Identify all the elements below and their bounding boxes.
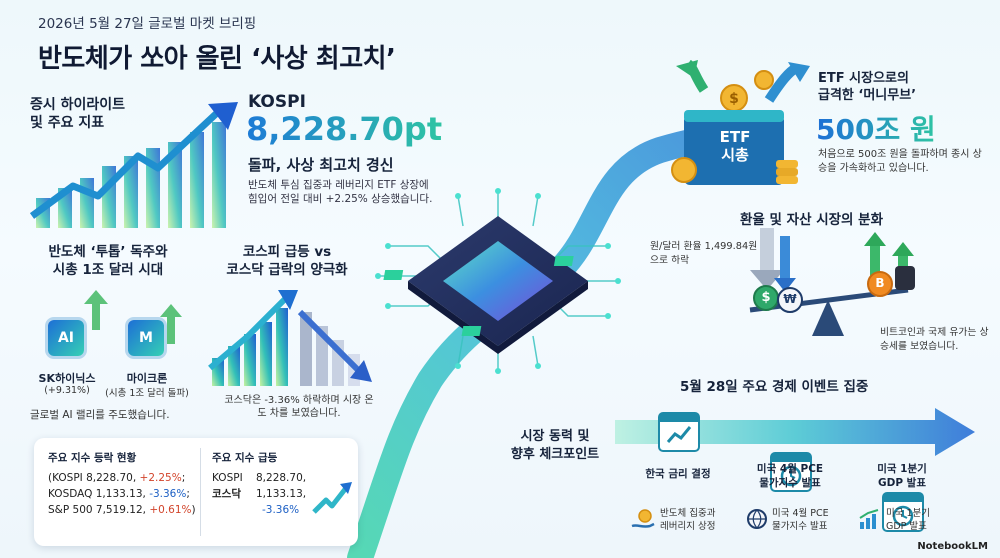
kosdaq-change: -3.36% bbox=[149, 488, 187, 500]
event-us-gdp: 미국 1분기 GDP 발표 bbox=[877, 463, 927, 489]
semiconductor-title-line2: 시총 1조 달러 시대 bbox=[52, 262, 164, 278]
market-title-line2: 향후 체크포인트 bbox=[510, 447, 600, 462]
polarization-chart-illustration bbox=[208, 290, 372, 386]
event-us-pce: 미국 4월 PCE 물가지수 발표 bbox=[756, 463, 824, 489]
semiconductor-title-line1: 반도체 ‘투톱’ 독주와 bbox=[48, 244, 168, 260]
sp500-change: +0.61% bbox=[149, 504, 192, 516]
chart-bars bbox=[36, 122, 226, 228]
etf-value: 500조 원 bbox=[816, 108, 936, 148]
company-sk-hynix-change: (+9.31%) bbox=[44, 385, 90, 396]
semiconductor-title: 반도체 ‘투톱’ 독주와 시총 1조 달러 시대 bbox=[38, 243, 178, 279]
etf-title: ETF 시장으로의 급격한 ‘머니무브’ bbox=[818, 70, 916, 104]
index-summary-card: 주요 지수 등락 현황 (KOSPI 8,228.70, +2.25%; KOS… bbox=[34, 438, 358, 546]
highlight-title-line1: 증시 하이라이트 bbox=[30, 97, 126, 113]
kospi-value: 8,228.70pt bbox=[246, 110, 443, 148]
hand-coin-icon bbox=[631, 509, 655, 528]
company-sk-hynix-name: SK하이닉스 bbox=[38, 372, 96, 385]
rising-chart-illustration bbox=[29, 102, 238, 228]
fx-title: 환율 및 자산 시장의 분화 bbox=[740, 212, 883, 228]
events-title: 5월 28일 주요 경제 이벤트 집중 bbox=[680, 379, 869, 395]
highlight-title: 증시 하이라이트 및 주요 지표 bbox=[30, 96, 125, 132]
calendar-clock-icon bbox=[882, 492, 924, 532]
asset-description: 비트코인과 국제 유가는 상승세를 보였습니다. bbox=[880, 327, 989, 352]
won-coin-icon bbox=[777, 287, 803, 313]
sk-hynix-ai-chip-icon: AI bbox=[48, 320, 84, 356]
dollar-coin-symbol: $ bbox=[761, 290, 771, 305]
green-up-arrow-icon bbox=[84, 290, 108, 330]
kospi-subtitle: 돌파, 사상 최고치 경신 bbox=[248, 156, 394, 174]
right-kosdaq-change: -3.36% bbox=[262, 504, 300, 516]
right-kosdaq-label: 코스닥 bbox=[212, 488, 241, 500]
etf-box-label: ETF 시총 bbox=[719, 128, 751, 164]
event2-sub: 미국 4월 PCE 물가지수 발표 bbox=[772, 508, 829, 532]
company-micron-name: 마이크론 bbox=[126, 372, 168, 385]
market-checkpoint-title: 시장 동력 및 향후 체크포인트 bbox=[490, 428, 620, 464]
bitcoin-icon bbox=[867, 271, 893, 297]
calendar-chart-icon bbox=[658, 412, 700, 452]
notebooklm-logo: NotebookLM bbox=[917, 541, 988, 552]
briefing-date: 2026년 5월 27일 글로벌 마켓 브리핑 bbox=[38, 16, 257, 32]
right-kospi-value: 8,228.70, bbox=[256, 472, 307, 484]
highlight-title-line2: 및 주요 지표 bbox=[30, 115, 105, 131]
index-card-left-title: 주요 지수 등락 현황 bbox=[48, 452, 137, 464]
polarization-title: 코스피 급등 vs 코스닥 급락의 양극화 bbox=[212, 243, 362, 279]
bitcoin-symbol: B bbox=[875, 276, 885, 290]
green-up-arrow-icon bbox=[160, 304, 182, 344]
kospi-rising-bars bbox=[212, 308, 288, 386]
calendar-clock-icon bbox=[770, 452, 812, 492]
balance-scale-illustration bbox=[749, 228, 915, 336]
kospi-label: KOSPI bbox=[248, 92, 306, 112]
micron-chip-icon: M bbox=[128, 320, 164, 356]
polarization-title-line1: 코스피 급등 vs bbox=[242, 244, 332, 260]
index-line-kosdaq: KOSDAQ 1,133.13, -3.36%; bbox=[48, 488, 190, 500]
globe-coin-icon bbox=[747, 509, 767, 529]
index-line-kospi: (KOSPI 8,228.70, +2.25%; bbox=[48, 472, 186, 484]
kospi-change: +2.25% bbox=[139, 472, 182, 484]
right-kosdaq-value: 1,133.13, bbox=[256, 488, 307, 500]
card-divider bbox=[200, 448, 201, 536]
semiconductor-chip-illustration bbox=[375, 188, 621, 374]
index-line-sp500: S&P 500 7,519.12, +0.61%) bbox=[48, 504, 196, 516]
trend-up-arrow-icon bbox=[312, 482, 352, 514]
fx-description: 원/달러 환율 1,499.84원으로 하락 bbox=[650, 241, 758, 266]
right-kospi-label: KOSPI bbox=[212, 472, 243, 484]
event1-sub: 반도체 집중과 레버리지 상정 bbox=[660, 508, 716, 532]
bar-chart-icon bbox=[859, 509, 879, 529]
won-coin-symbol: ₩ bbox=[783, 292, 797, 306]
etf-title-line2: 급격한 ‘머니무브’ bbox=[818, 88, 917, 103]
page-title: 반도체가 쏘아 올린 ‘사상 최고치’ bbox=[38, 44, 396, 74]
kospi-description: 반도체 투심 집중과 레버리지 ETF 상장에 힘입어 전일 대비 +2.25%… bbox=[248, 179, 433, 205]
etf-description: 처음으로 500조 원을 돌파하며 종시 상승을 가속화하고 있습니다. bbox=[818, 149, 982, 174]
event-korea-rate-decision: 한국 금리 결정 bbox=[645, 468, 711, 480]
event3-sub: 미국 1분기 GDP 발표 bbox=[886, 508, 931, 532]
semiconductor-description: 글로벌 AI 랠리를 주도했습니다. bbox=[30, 409, 170, 421]
oil-barrel-icon bbox=[895, 266, 915, 290]
etf-box-illustration: $ bbox=[671, 60, 810, 185]
polarization-description: 코스닥은 -3.36% 하락하며 시장 온도 차를 보였습니다. bbox=[224, 395, 374, 419]
market-title-line1: 시장 동력 및 bbox=[520, 429, 590, 444]
index-card-right-title: 주요 지수 급등 bbox=[212, 452, 278, 464]
company-micron-sub: (시총 1조 달러 돌파) bbox=[105, 388, 189, 399]
svg-text:$: $ bbox=[729, 91, 739, 107]
etf-title-line1: ETF 시장으로의 bbox=[818, 71, 909, 86]
polarization-title-line2: 코스닥 급락의 양극화 bbox=[226, 262, 348, 278]
